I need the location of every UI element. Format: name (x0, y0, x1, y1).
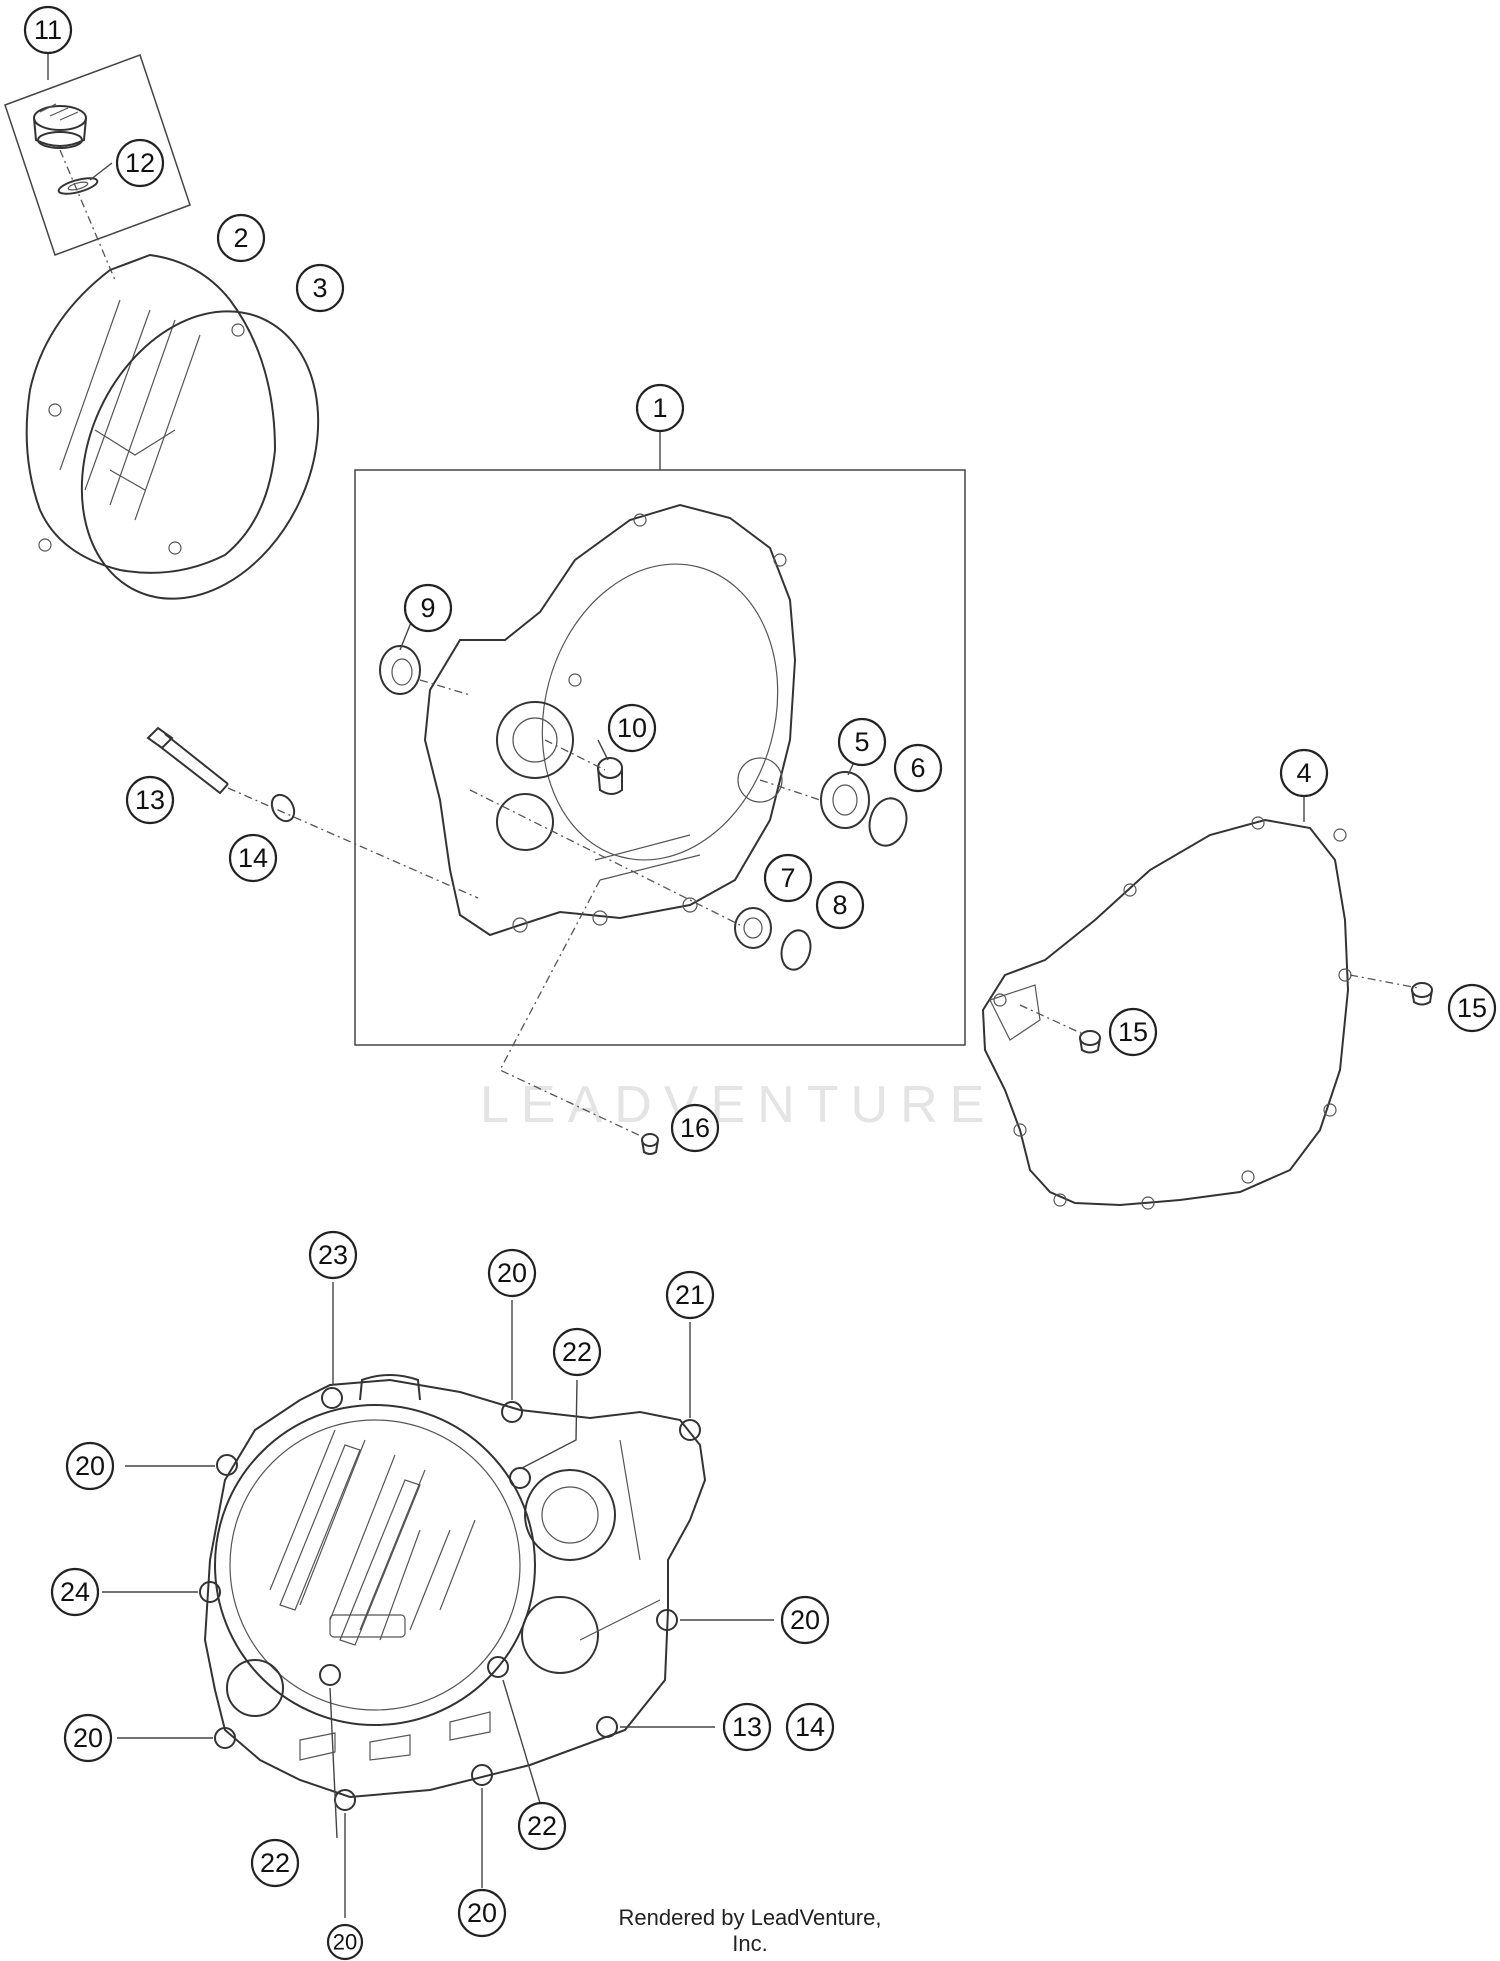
callout-2: 2 (216, 213, 266, 263)
svg-text:12: 12 (125, 148, 155, 178)
watermark-text: LEADVENTURE (480, 1076, 997, 1134)
svg-text:3: 3 (312, 273, 327, 303)
shaft-seal-ring (379, 645, 421, 695)
svg-text:5: 5 (854, 727, 869, 757)
svg-text:10: 10 (617, 713, 647, 743)
svg-text:20: 20 (333, 1930, 357, 1955)
svg-text:20: 20 (790, 1605, 820, 1635)
bushing (597, 757, 623, 795)
gasket-dowel-left (1079, 1030, 1101, 1054)
callout-15-right: 15 (1447, 983, 1497, 1033)
svg-text:7: 7 (780, 863, 795, 893)
upper-leaders (89, 162, 1305, 822)
callout-14-lower: 14 (785, 1702, 835, 1752)
clutch-cover-gasket (981, 816, 1352, 1210)
lower-seal-ring (734, 907, 772, 949)
long-screw (146, 726, 229, 795)
svg-text:14: 14 (795, 1712, 825, 1742)
callout-24: 24 (50, 1567, 100, 1617)
screw-washer (270, 793, 296, 823)
callout-13-upper: 13 (125, 775, 175, 825)
svg-text:2: 2 (233, 223, 248, 253)
svg-text:15: 15 (1118, 1017, 1148, 1047)
inner-clutch-cover (423, 503, 797, 937)
svg-text:20: 20 (73, 1723, 103, 1753)
svg-text:22: 22 (527, 1811, 557, 1841)
bottom-leaders (102, 1282, 774, 1918)
callout-16: 16 (670, 1103, 720, 1153)
callout-8: 8 (815, 880, 865, 930)
assembled-clutch-cover (199, 1374, 707, 1811)
clutch-cover-o-ring (80, 310, 320, 600)
svg-text:21: 21 (675, 1280, 705, 1310)
oil-filler-plug (33, 103, 87, 149)
retaining-ring-lower (780, 929, 812, 971)
svg-text:20: 20 (75, 1451, 105, 1481)
svg-text:22: 22 (562, 1337, 592, 1367)
callout-6: 6 (893, 743, 943, 793)
callout-13-lower: 13 (722, 1702, 772, 1752)
svg-text:6: 6 (910, 753, 925, 783)
svg-text:15: 15 (1457, 993, 1487, 1023)
callout-20-bottom-middle: 20 (457, 1888, 507, 1938)
svg-text:9: 9 (420, 593, 435, 623)
svg-text:13: 13 (732, 1712, 762, 1742)
clutch-cover-assembly-box (354, 469, 966, 1046)
callout-14-upper: 14 (228, 833, 278, 883)
svg-text:16: 16 (680, 1113, 710, 1143)
plug-assembly-box (4, 54, 191, 256)
callout-1: 1 (635, 383, 685, 433)
dowel-pin (641, 1133, 659, 1155)
callout-20-left-lower: 20 (63, 1713, 113, 1763)
callout-20-left-upper: 20 (65, 1441, 115, 1491)
svg-text:1: 1 (652, 393, 667, 423)
svg-text:24: 24 (60, 1577, 90, 1607)
callout-4: 4 (1279, 748, 1329, 798)
callout-15-left: 15 (1108, 1007, 1158, 1057)
retaining-ring-upper (868, 797, 908, 847)
svg-text:14: 14 (238, 843, 268, 873)
svg-text:23: 23 (318, 1240, 348, 1270)
svg-text:20: 20 (497, 1258, 527, 1288)
svg-text:8: 8 (832, 890, 847, 920)
callout-22-bottom-left: 22 (250, 1838, 300, 1888)
clutch-outer-cover (25, 253, 277, 574)
callout-12: 12 (115, 138, 165, 188)
svg-text:20: 20 (467, 1898, 497, 1928)
callout-22-bottom-right: 22 (517, 1801, 567, 1851)
gasket-dowel-right (1411, 982, 1433, 1006)
plug-washer (57, 177, 99, 195)
callout-10: 10 (607, 703, 657, 753)
callout-21: 21 (665, 1270, 715, 1320)
bearing (820, 771, 870, 829)
callout-20-right: 20 (780, 1595, 830, 1645)
callout-22-top: 22 (552, 1327, 602, 1377)
callout-3: 3 (295, 263, 345, 313)
callout-9: 9 (403, 583, 453, 633)
callout-5: 5 (837, 717, 887, 767)
callout-23: 23 (308, 1230, 358, 1280)
svg-text:11: 11 (34, 15, 62, 45)
callout-11: 11 (23, 5, 73, 55)
svg-text:22: 22 (260, 1848, 290, 1878)
svg-text:13: 13 (135, 785, 165, 815)
svg-text:4: 4 (1296, 758, 1311, 788)
render-credit: Rendered by LeadVenture, Inc. (618, 1905, 882, 1956)
callout-20-top: 20 (487, 1248, 537, 1298)
callout-20-bottom-left: 20 (326, 1923, 364, 1961)
callout-7: 7 (763, 853, 813, 903)
